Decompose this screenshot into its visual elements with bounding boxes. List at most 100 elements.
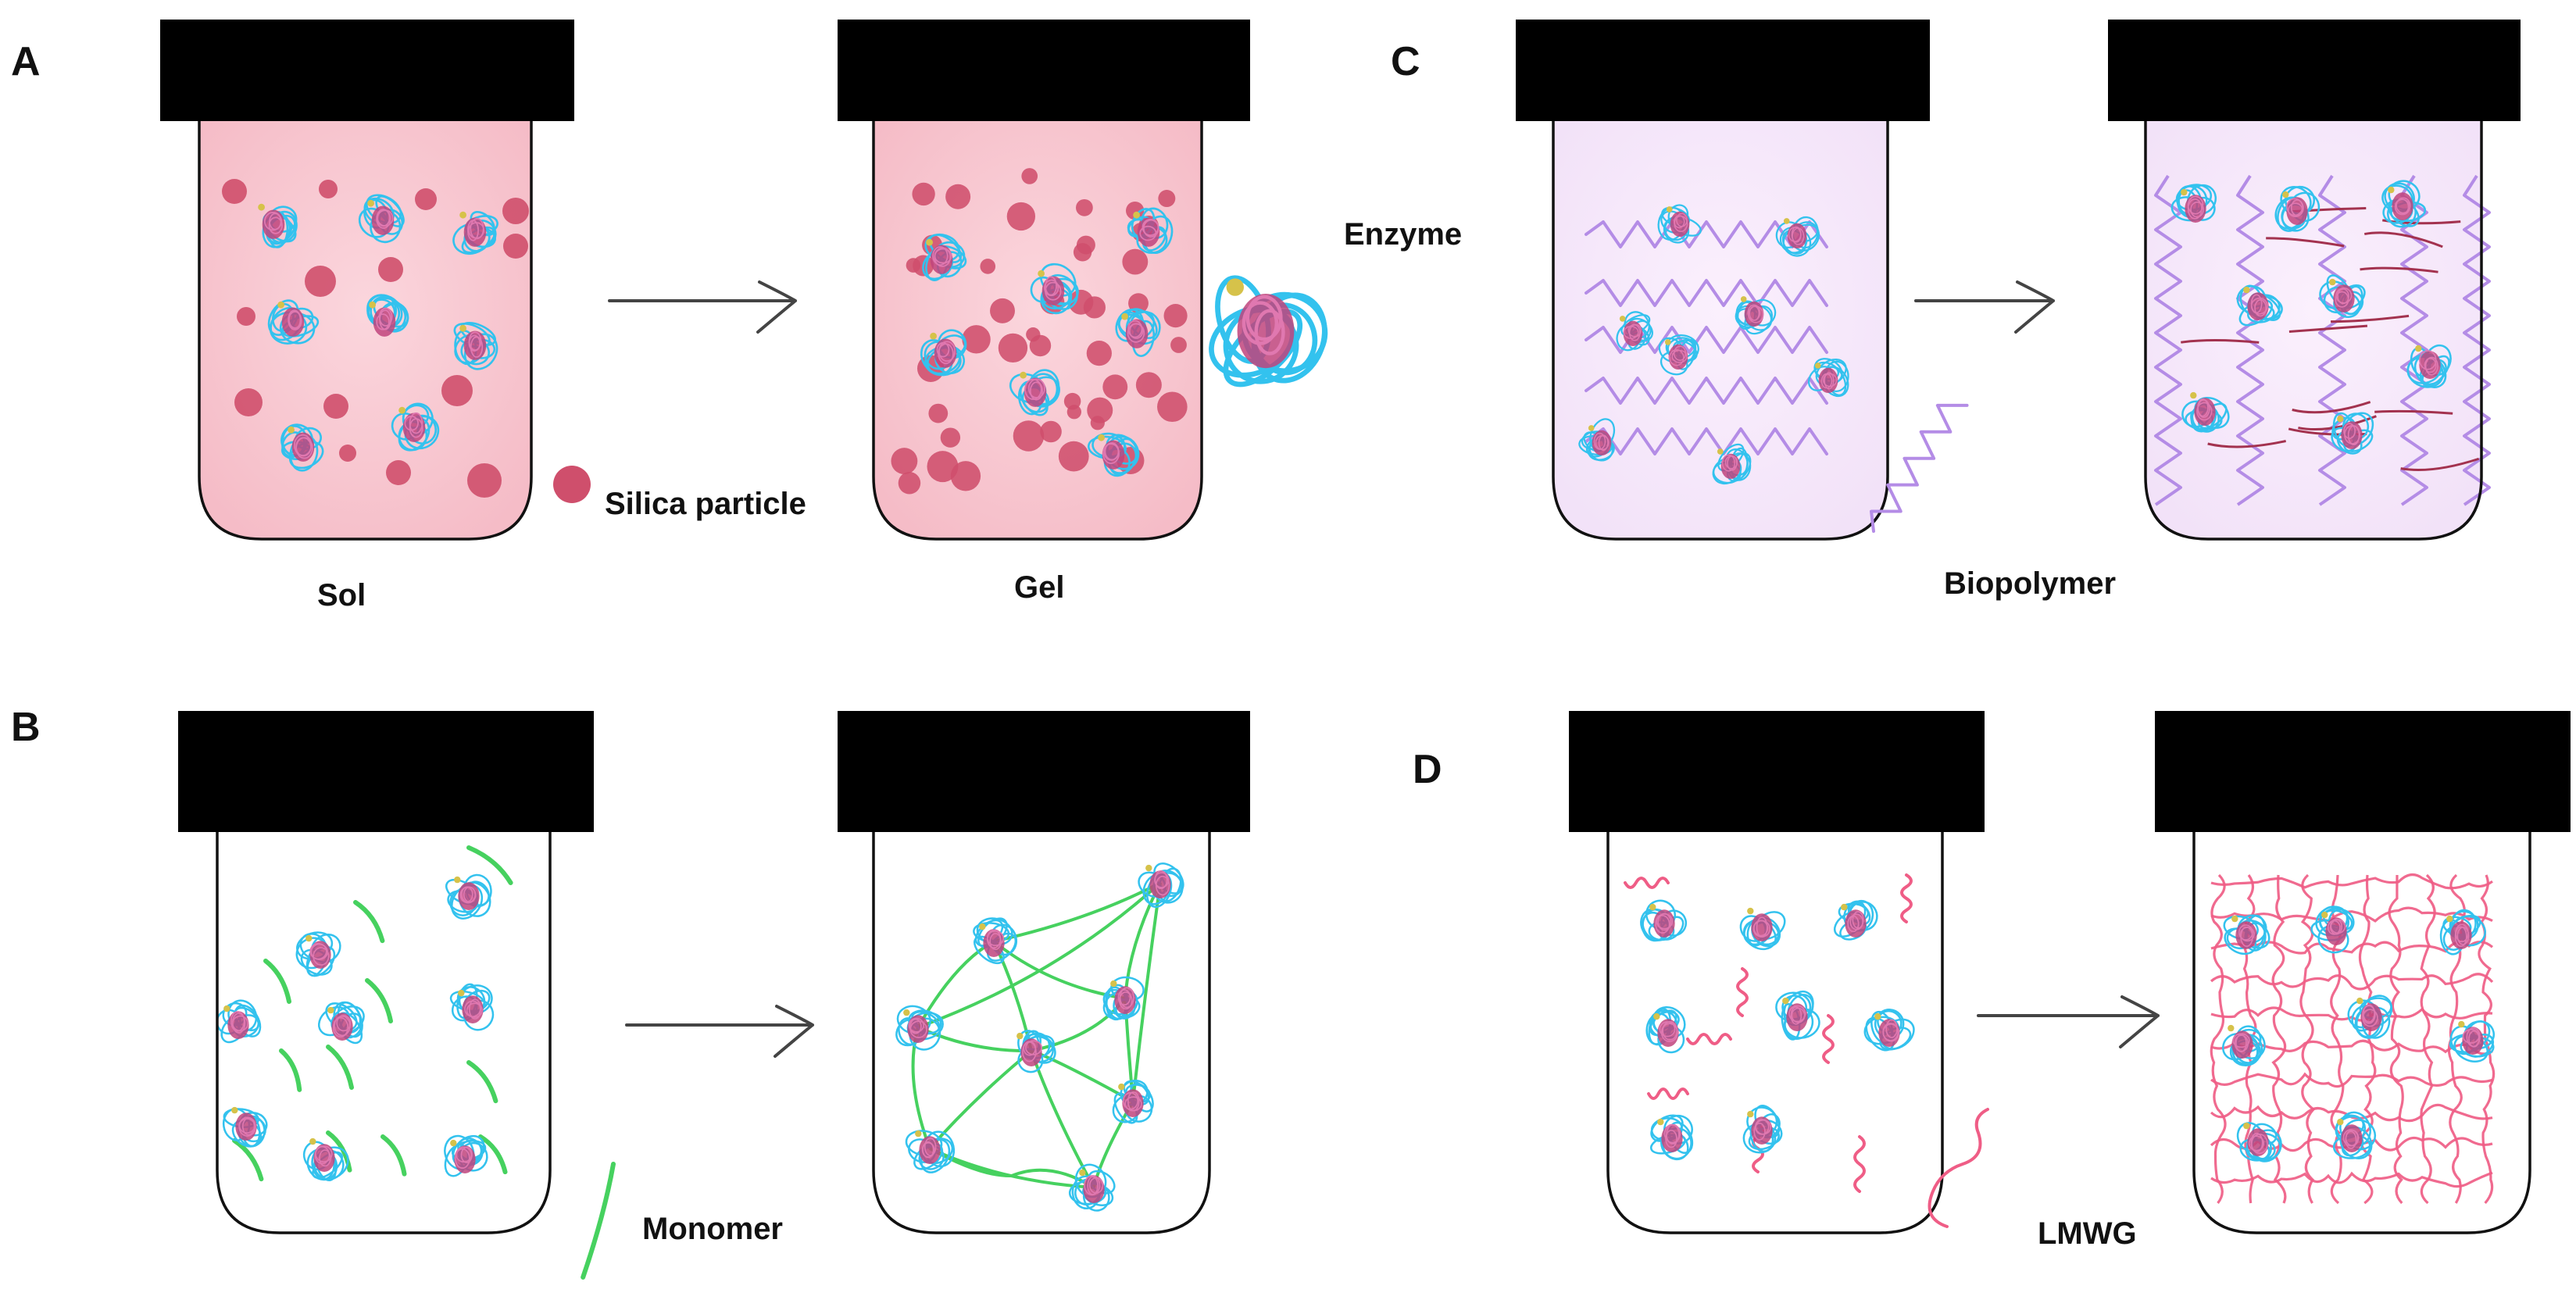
silica-particle-icon [502, 198, 529, 224]
enzyme-inner-loop [1755, 1119, 1772, 1135]
enzyme-icon [1209, 275, 1328, 388]
enzyme-accent [459, 324, 466, 332]
enzyme-accent [398, 406, 406, 414]
lmwg-fiber-icon [1686, 1033, 1732, 1045]
lmwg-fiber-icon [2271, 874, 2287, 1204]
enzyme-inner-loop [1790, 1006, 1802, 1025]
jar-contents-layer [199, 121, 2481, 539]
reaction-arrow-icon [1977, 995, 2160, 1048]
enzyme-inner-loop [376, 313, 390, 330]
lmwg-fiber-icon [2420, 873, 2436, 1205]
enzyme-accent [367, 199, 374, 207]
silica-particle-icon [1086, 340, 1112, 366]
enzyme-icon [2319, 274, 2366, 318]
enzyme-inner-loop [1674, 215, 1685, 229]
enzyme-inner-loop [2337, 288, 2349, 305]
monomer-strand-icon [466, 845, 513, 885]
enzyme-icon [1658, 334, 1699, 376]
enzyme-inner-loop [2290, 199, 2304, 216]
silica-particle-icon [1013, 420, 1045, 452]
enzyme-inner-loop [1127, 320, 1143, 338]
lmwg-fiber-icon [2388, 874, 2404, 1205]
enzyme-inner-loop [1822, 373, 1838, 388]
lmwg-fiber-icon [1736, 967, 1749, 1017]
monomer-crosslink [1030, 1050, 1095, 1188]
enzyme-inner-loop [1027, 378, 1045, 398]
enzyme-accent [2446, 915, 2453, 923]
enzyme-accent [1841, 903, 1848, 911]
silica-particle-label: Silica particle [605, 487, 806, 521]
enzyme-icon [317, 1001, 365, 1045]
enzyme-icon [1735, 296, 1777, 335]
lmwg-fiber-icon [2210, 906, 2493, 923]
enzyme-icon [2236, 284, 2283, 327]
monomer-crosslink [993, 881, 1161, 943]
silica-particle-icon [1076, 198, 1093, 216]
silica-particle-icon [467, 463, 502, 498]
enzyme-accent [223, 1005, 230, 1012]
monomer-crosslink [917, 1026, 1032, 1053]
jar-body-c2 [2144, 121, 2483, 541]
biopolymer-zigzag-icon [1585, 220, 1828, 248]
enzyme-inner-loop [295, 437, 313, 459]
reaction-arrow-icon [608, 280, 797, 334]
legend-layer [553, 275, 1989, 1280]
enzyme-icon [1775, 216, 1820, 257]
enzyme-accent [1098, 434, 1105, 441]
silica-particle-icon [234, 388, 263, 416]
enzyme-icon [2332, 1111, 2377, 1159]
enzyme-layer [216, 180, 2496, 1212]
monomer-strand-icon [466, 1060, 498, 1104]
enzyme-icon [973, 917, 1018, 965]
monomer-crosslink [992, 941, 1033, 1052]
enzyme-inner-loop [2187, 198, 2203, 220]
enzyme-inner-loop [2197, 398, 2209, 417]
enzyme-inner-loop [1721, 454, 1736, 472]
enzyme-inner-loop [1882, 1023, 1899, 1041]
enzyme-inner-loop [924, 1138, 937, 1156]
enzyme-accent [1226, 278, 1244, 296]
enzyme-accent [231, 1106, 238, 1114]
enzyme-accent [1118, 1083, 1125, 1091]
enzyme-accent [454, 876, 461, 884]
monomer-crosslink [929, 1147, 1013, 1178]
enzyme-inner-loop [455, 1148, 470, 1170]
enzyme-inner-loop [1087, 1176, 1099, 1195]
jar-body-a2 [872, 121, 1203, 541]
enzyme-icon [2170, 184, 2217, 223]
enzyme-accent [1717, 448, 1724, 455]
enzyme-inner-loop [2250, 1132, 2263, 1153]
enzyme-icon [1138, 862, 1184, 909]
biopolymer-zigzag-icon [2463, 174, 2491, 506]
enzyme-accent [1653, 1012, 1660, 1020]
silica-particle-icon [998, 333, 1028, 363]
enzyme-icon [1616, 311, 1653, 352]
enzyme-inner-loop [2240, 926, 2253, 948]
enzyme-icon [2181, 391, 2230, 433]
monomer-strand-icon [279, 1048, 302, 1092]
jar-lid-icon [838, 711, 1250, 832]
reaction-arrow-icon [1914, 280, 2055, 334]
enzyme-accent [1079, 1169, 1086, 1177]
enzyme-inner-loop [231, 1015, 249, 1032]
silica-particle-icon [237, 307, 255, 326]
enzyme-inner-loop [2345, 1130, 2357, 1149]
jar-body-b2 [872, 832, 1211, 1234]
enzyme-inner-loop [241, 1117, 255, 1136]
crosslink-strand [2374, 409, 2453, 415]
silica-particle-icon [441, 375, 473, 406]
enzyme-accent [458, 989, 465, 997]
crosslink-strand [2400, 457, 2480, 472]
enzyme-icon [453, 322, 498, 370]
silica-particle-icon [339, 445, 356, 462]
enzyme-inner-loop [466, 1002, 483, 1018]
enzyme-inner-loop [1669, 349, 1685, 366]
panel-letter-c: C [1391, 39, 1420, 84]
enzyme-icon [1578, 418, 1616, 462]
enzyme-inner-loop [1666, 1123, 1680, 1145]
enzyme-inner-loop [2342, 1129, 2359, 1147]
monomer-strand-icon [353, 900, 385, 944]
jar-body-b1 [216, 832, 552, 1234]
enzyme-inner-loop [908, 1017, 925, 1033]
enzyme-inner-loop [2456, 927, 2470, 945]
